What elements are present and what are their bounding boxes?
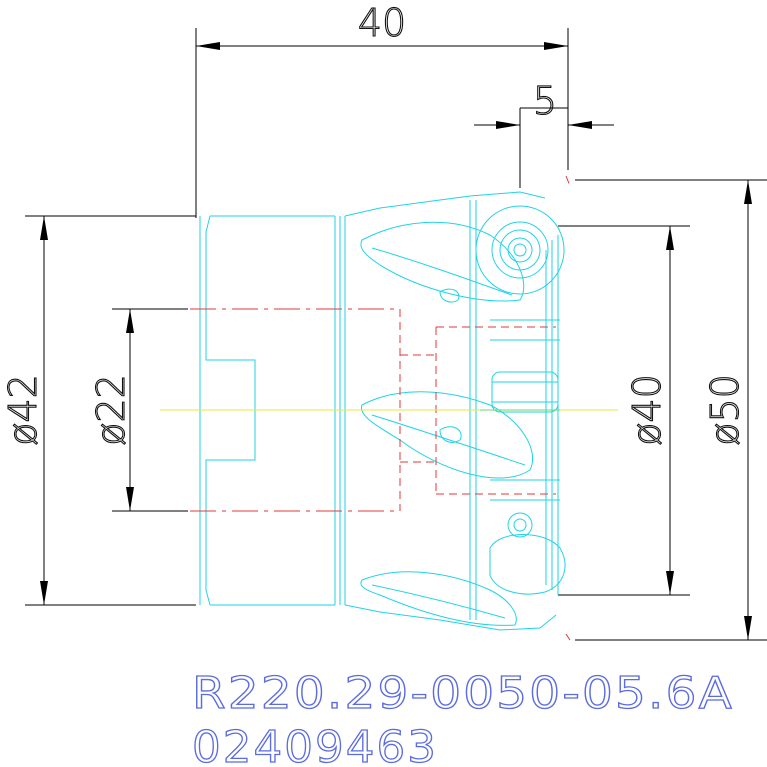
dim-label-d40: ø40 [625, 374, 669, 446]
dim-label-40: 40 [358, 1, 406, 45]
dim-diameter-outer: ø50 [575, 179, 767, 641]
dim-diameter-inner: ø40 [558, 225, 690, 596]
dim-label-d50: ø50 [703, 374, 747, 446]
dim-length-total: 40 [195, 0, 569, 218]
dim-length-offset: 5 [474, 78, 614, 188]
part-code: R220.29-0050-05.6A [192, 668, 734, 719]
hidden-bore-lines [190, 175, 571, 641]
cutter-body-outline [199, 191, 566, 631]
dim-diameter-bore: ø22 [88, 308, 188, 512]
dim-label-d42: ø42 [1, 374, 45, 446]
dim-diameter-body: ø42 [0, 215, 196, 606]
part-number: 02409463 [192, 722, 438, 767]
dim-label-5: 5 [533, 79, 557, 123]
dim-label-d22: ø22 [89, 374, 133, 446]
